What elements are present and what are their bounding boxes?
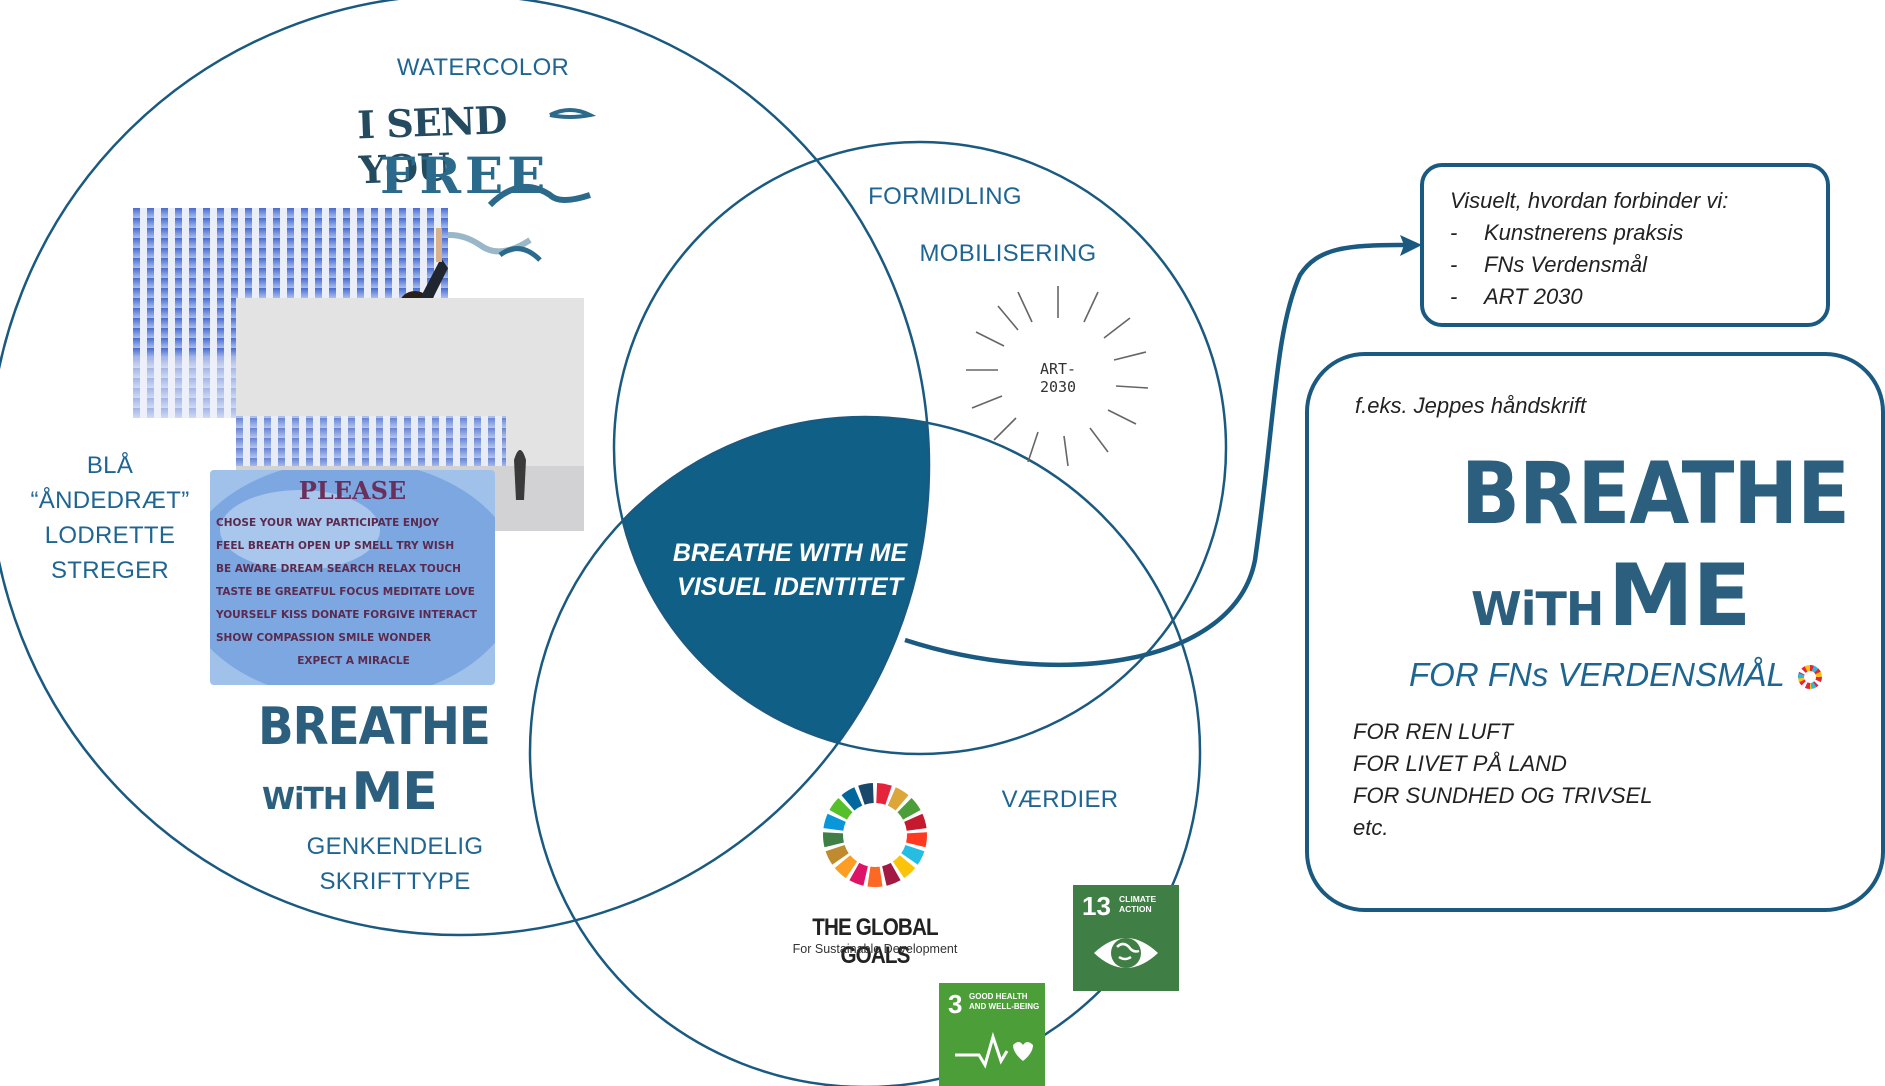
please-card: PLEASE CHOSE YOUR WAY PARTICIPATE ENJOY … [210, 470, 495, 685]
global-goals-wheel [823, 783, 927, 887]
please-rows: CHOSE YOUR WAY PARTICIPATE ENJOY FEEL BR… [216, 517, 477, 667]
wheel-segment [823, 832, 844, 848]
question-item: -Kunstnerens praksis [1450, 220, 1684, 245]
art2030-rays [966, 286, 1149, 467]
wheel-segment [825, 844, 849, 865]
wheel-segment [887, 787, 909, 811]
question-title: Visuelt, hvordan forbinder vi: [1450, 188, 1729, 213]
wheel-segment [892, 855, 916, 879]
example-tagline: FOR FNs VERDENSMÅL [1409, 656, 1823, 694]
wheel-segment [867, 866, 883, 887]
circle-vaerdier [528, 415, 1202, 1086]
wheel-segment [906, 832, 927, 848]
wheel-segment [897, 798, 921, 820]
sdg-wheel-icon [1798, 665, 1823, 690]
logo-breathe-left: BREATHE [258, 697, 491, 757]
heartbeat-icon [955, 1031, 1033, 1069]
wheel-segment [901, 844, 925, 865]
label-formidling: FORMIDLING [868, 183, 1022, 210]
label-watercolor: WATERCOLOR [396, 54, 570, 81]
wheel-segment [904, 813, 927, 831]
arrow-head [1400, 235, 1422, 256]
sdg3-bg [939, 983, 1045, 1086]
wheel-segment [849, 862, 868, 886]
please-card-wash [210, 470, 495, 685]
wheel-segment [858, 783, 874, 805]
sdg13-tile: 13 CLIMATE ACTION [1073, 885, 1179, 991]
wheel-segment [823, 813, 846, 831]
global-goals-subtitle: For Sustainable Development [792, 942, 958, 956]
question-item: -ART 2030 [1450, 284, 1583, 309]
eye-earth-icon [1094, 938, 1158, 968]
example-caption: f.eks. Jeppes håndskrift [1355, 393, 1587, 418]
wheel-segment [882, 862, 901, 886]
circle-formidling [612, 140, 1228, 756]
art2030-logo: ART- 2030 [1039, 360, 1077, 396]
sdg13-number: 13 [1082, 891, 1111, 921]
logo-withme-left: WiTH ME [262, 762, 438, 822]
label-blaa: BLÅ “ÅNDEDRÆT” LODRETTE STREGER [30, 452, 190, 584]
connector-arrow [904, 242, 1406, 668]
watercolor-free-text: FREE [380, 146, 550, 205]
wheel-segment [876, 783, 892, 805]
wheel-segment [829, 798, 853, 820]
logo-breathe-right: BREATHE [1461, 444, 1850, 544]
label-mobilisering: MOBILISERING [919, 240, 1097, 267]
example-box: f.eks. Jeppes håndskrift BREATHE WiTH ME… [1305, 352, 1885, 912]
question-item: -FNs Verdensmål [1450, 252, 1648, 277]
label-vaerdier: VÆRDIER [1001, 786, 1119, 813]
example-lines: FOR REN LUFT FOR LIVET PÅ LAND FOR SUNDH… [1353, 719, 1653, 840]
circle-kunst [0, 0, 931, 937]
please-title: PLEASE [298, 476, 407, 505]
wheel-segment [841, 787, 863, 811]
logo-withme-right: WiTH ME [1471, 546, 1751, 646]
sdg3-number: 3 [948, 989, 963, 1019]
wheel-segment [834, 855, 858, 879]
sdg3-tile: 3 GOOD HEALTH AND WELL-BEING [939, 983, 1045, 1086]
question-box: Visuelt, hvordan forbinder vi: -Kunstner… [1420, 163, 1830, 327]
center-title: BREATHE WITH ME VISUEL IDENTITET [672, 539, 908, 601]
label-genkendelig: GENKENDELIG SKRIFTTYPE [306, 833, 484, 895]
sdg3-text: GOOD HEALTH AND WELL-BEING [969, 992, 1040, 1011]
sdg13-text: CLIMATE ACTION [1119, 894, 1157, 914]
global-goals-title: THE GLOBAL GOALS [812, 914, 938, 969]
